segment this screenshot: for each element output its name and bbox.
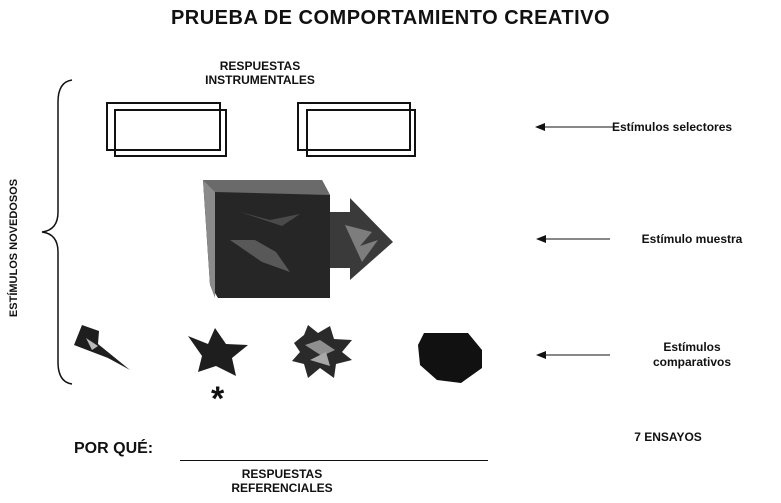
label-comparativos-line2: comparativos (652, 355, 732, 369)
label-estimulos-selectores: Estímulos selectores (612, 120, 733, 134)
respuestas-referenciales-label: RESPUESTAS REFERENCIALES (207, 467, 357, 495)
comparison-stimulus-4 (418, 333, 482, 383)
sample-stimulus (203, 180, 393, 298)
por-que-answer-line (180, 460, 488, 461)
selector-stimulus-right (297, 102, 416, 157)
arrow-selectores (535, 123, 618, 131)
respuestas-referenciales-line1: RESPUESTAS (241, 467, 323, 481)
respuestas-referenciales-line2: REFERENCIALES (231, 481, 333, 495)
label-comparativos-line1: Estímulos (663, 340, 721, 354)
arrow-comparativos (536, 351, 610, 359)
respuestas-instrumentales-line2: INSTRUMENTALES (205, 73, 315, 87)
respuestas-instrumentales-label: RESPUESTAS INSTRUMENTALES (180, 59, 340, 87)
comparison-stimulus-3 (292, 325, 352, 378)
por-que-label: POR QUÉ: (74, 440, 154, 457)
ensayos-label: 7 ENSAYOS (634, 430, 702, 444)
comparison-stimulus-1 (74, 325, 130, 370)
page-title: PRUEBA DE COMPORTAMIENTO CREATIVO (170, 7, 611, 29)
label-estimulo-muestra: Estímulo muestra (641, 232, 743, 246)
correct-choice-marker: * (211, 380, 225, 418)
arrow-muestra (536, 235, 610, 243)
curly-brace (41, 79, 73, 385)
selector-stimulus-left (106, 102, 227, 157)
respuestas-instrumentales-line1: RESPUESTAS (219, 59, 301, 73)
comparison-stimulus-2 (188, 328, 248, 376)
label-estimulos-comparativos: Estímulos comparativos (617, 340, 767, 370)
